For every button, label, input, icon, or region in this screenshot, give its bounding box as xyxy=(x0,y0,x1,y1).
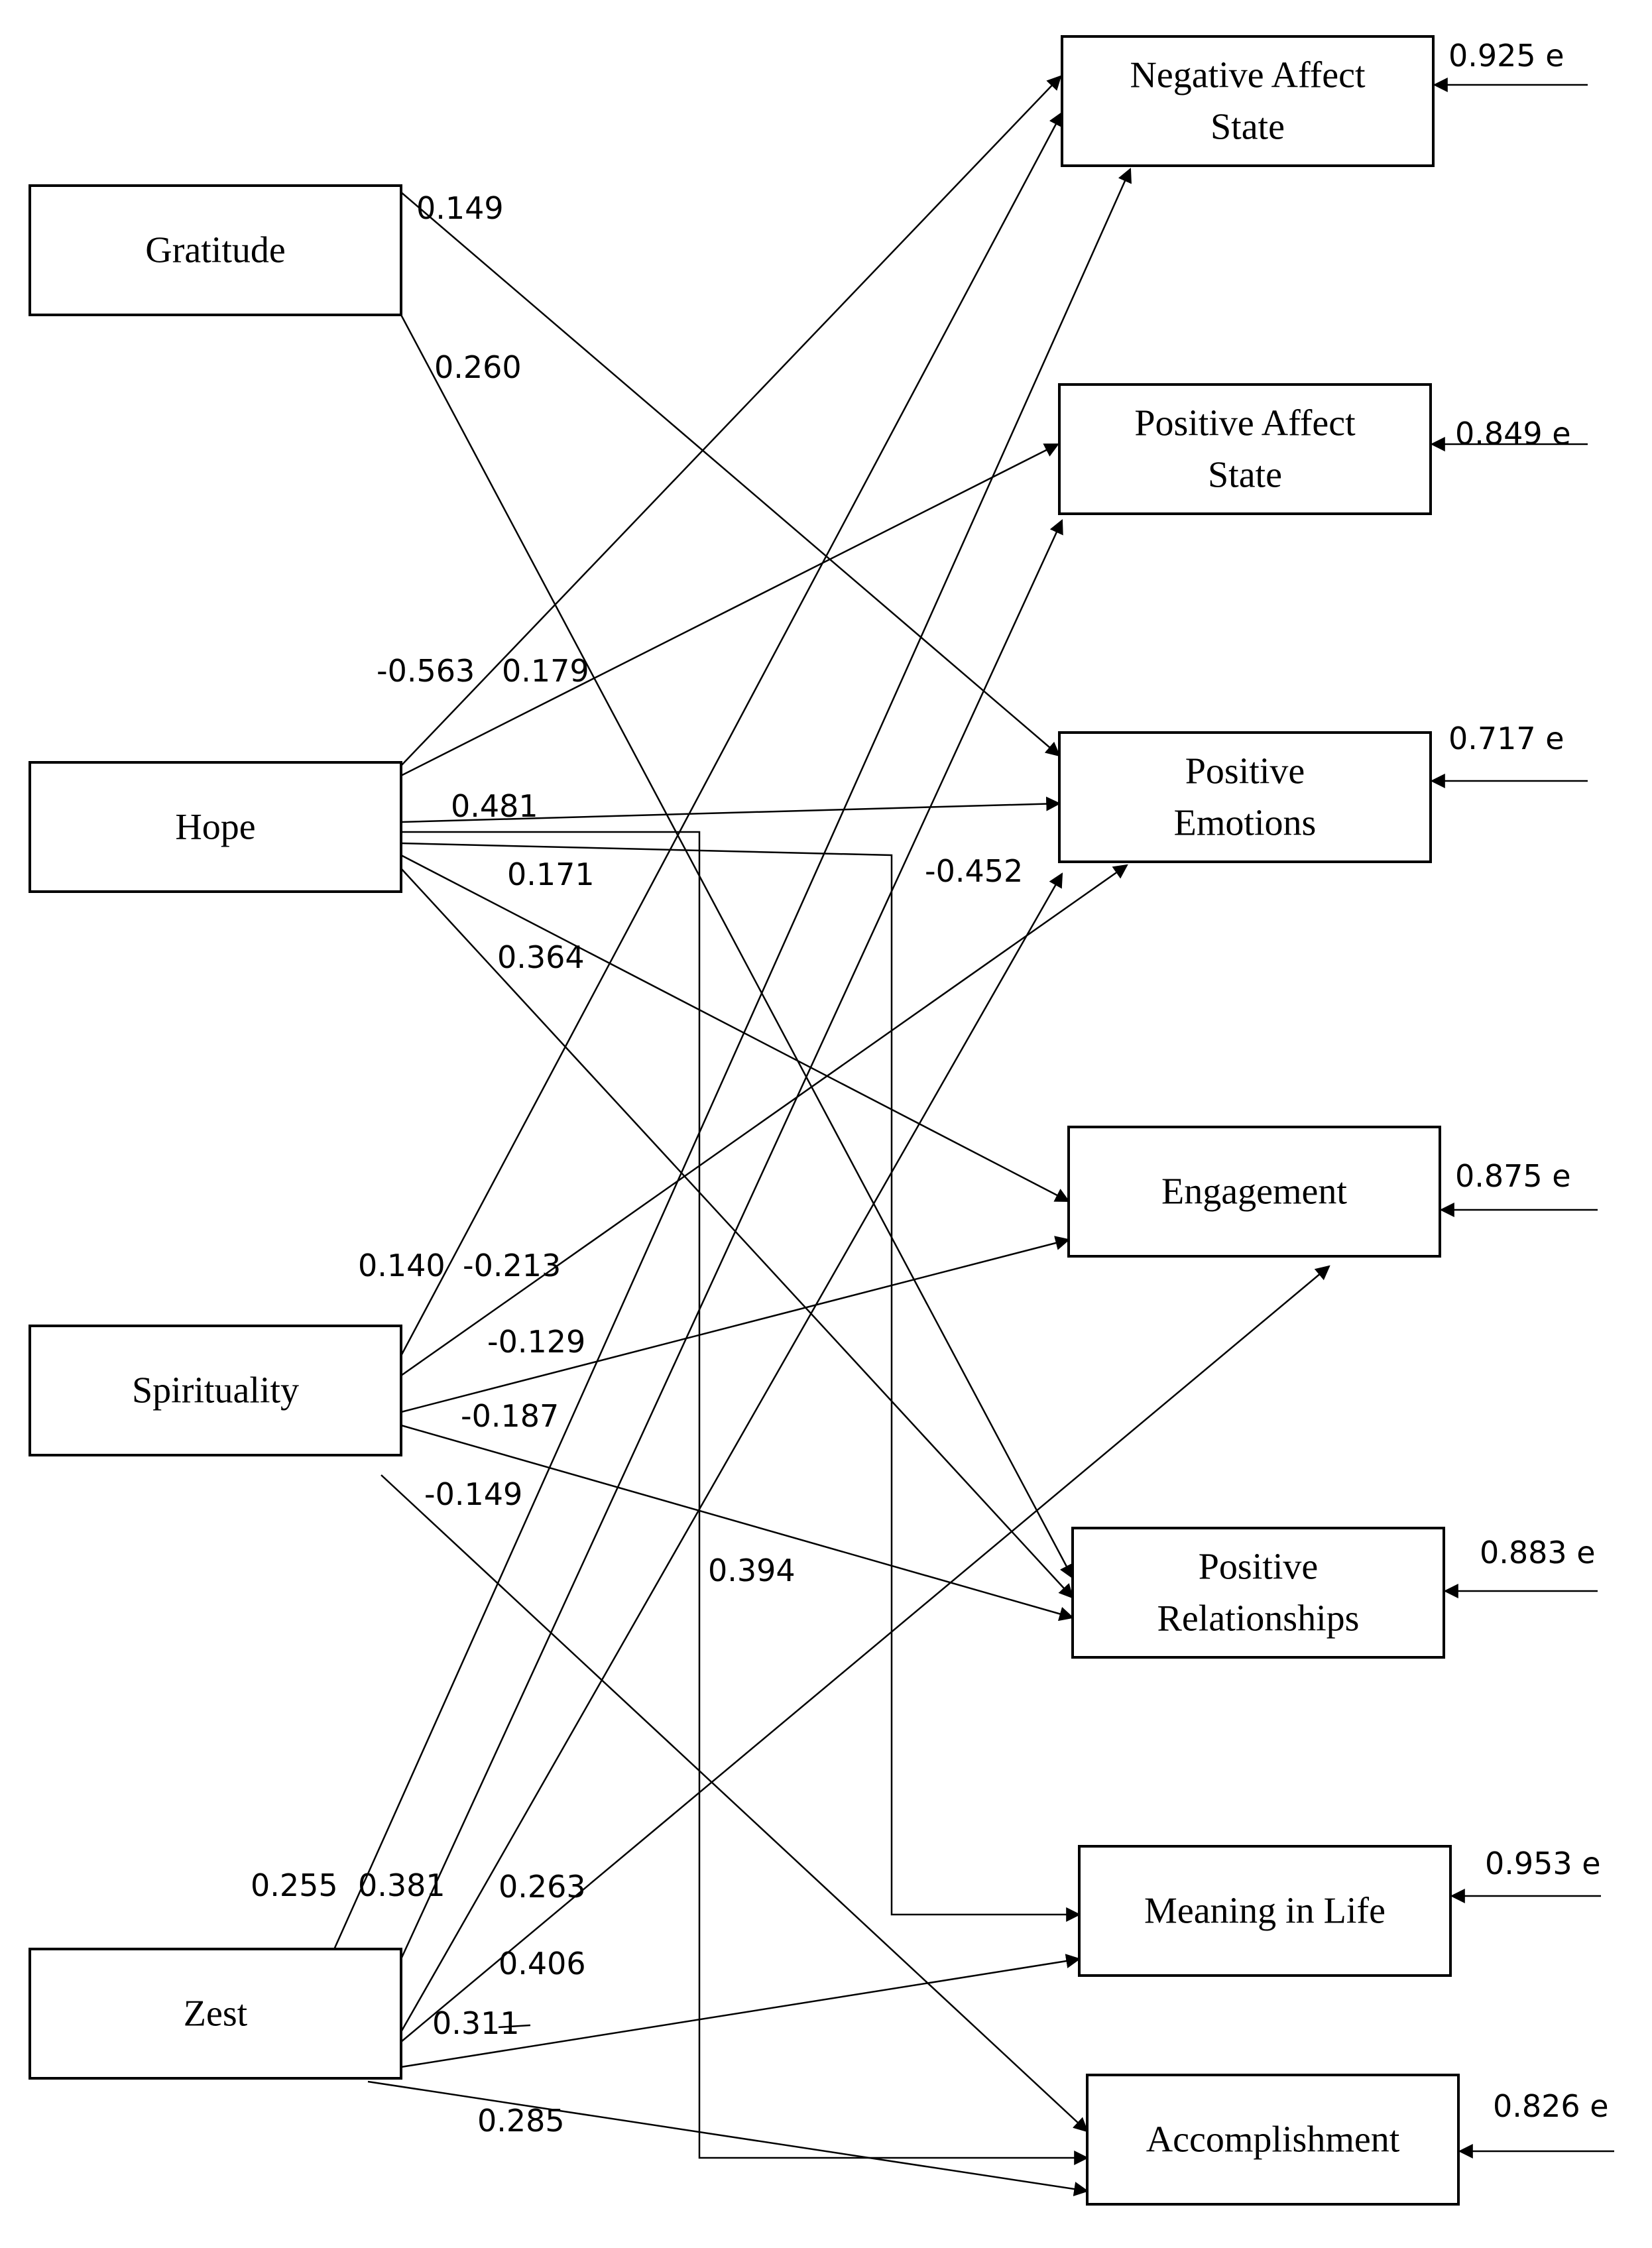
coef-hope-to-positive-emotions: 0.481 xyxy=(451,788,538,824)
coef-hope-to-positive-affect: 0.179 xyxy=(502,653,589,689)
outcome-engagement: Engagement 0.875 e xyxy=(1067,1126,1598,1258)
outcome-box-negative-affect xyxy=(1061,35,1435,167)
coef-zest-to-engagement: 0.263 xyxy=(499,1869,586,1905)
coef-zest-to-accomplishment: 0.285 xyxy=(477,2103,565,2139)
path-gratitude-to-positive-emotions xyxy=(400,192,1061,757)
path-hope-to-positive-relationships xyxy=(400,868,1074,1599)
outcome-label-positive-affect-line-2: State xyxy=(1208,455,1282,496)
coef-zest-to-negative-affect: 0.255 xyxy=(251,1867,338,1903)
outcome-box-engagement xyxy=(1067,1126,1441,1258)
path-hope-to-engagement xyxy=(400,854,1070,1203)
coef-spirituality-to-accomplishment: -0.149 xyxy=(424,1476,522,1512)
error-label-positive-affect: 0.849 e xyxy=(1455,416,1571,451)
path-zest-to-engagement xyxy=(400,1265,1330,2042)
outcome-accomplishment: Accomplishment 0.826 e xyxy=(1086,2074,1614,2206)
error-label-negative-affect: 0.925 e xyxy=(1448,38,1564,74)
error-label-engagement: 0.875 e xyxy=(1455,1158,1571,1194)
coef-extra-label: 0.311 xyxy=(432,2005,520,2041)
error-label-positive-emotions: 0.717 e xyxy=(1448,721,1564,756)
path-lines xyxy=(331,75,1330,2196)
coef-hope-to-negative-affect: -0.563 xyxy=(377,653,475,689)
coef-zest-to-positive-emotions: -0.452 xyxy=(925,853,1023,889)
outcome-label-positive-relationships-line-1: Positive xyxy=(1199,1547,1318,1588)
path-spirituality-to-positive-emotions xyxy=(400,864,1128,1377)
outcome-label-meaning-in-life-line-1: Meaning in Life xyxy=(1144,1891,1386,1932)
path-zest-to-positive-emotions xyxy=(400,872,1063,2033)
path-zest-to-accomplishment xyxy=(367,2080,1089,2196)
coef-zest-to-positive-affect: 0.381 xyxy=(358,1867,445,1903)
extra-label-tick xyxy=(498,2024,531,2029)
path-hope-to-positive-affect xyxy=(400,443,1059,777)
coef-spirituality-to-positive-relationships: -0.187 xyxy=(461,1398,559,1434)
predictor-box-hope xyxy=(29,761,402,893)
predictor-hope: Hope xyxy=(29,761,402,893)
outcome-box-meaning-in-life xyxy=(1078,1845,1452,1977)
outcome-label-positive-emotions-line-2: Emotions xyxy=(1174,803,1317,844)
path-spirituality-to-accomplishment xyxy=(381,1474,1089,2133)
path-gratitude-to-positive-relationships xyxy=(400,314,1074,1579)
error-label-meaning-in-life: 0.953 e xyxy=(1485,1846,1601,1881)
predictor-zest: Zest xyxy=(29,1948,402,2080)
path-zest-to-positive-affect xyxy=(400,519,1063,1960)
outcome-label-accomplishment-line-1: Accomplishment xyxy=(1146,2119,1400,2160)
outcome-meaning-in-life: Meaning in Life 0.953 e xyxy=(1078,1845,1601,1977)
path-zest-to-negative-affect xyxy=(331,167,1132,1953)
coefficient-labels: 0.149 0.260 -0.563 0.179 0.481 0.394 0.171 0.36… xyxy=(251,190,1023,2139)
coef-spirituality-to-negative-affect: 0.140 xyxy=(358,1248,445,1283)
predictor-box-zest xyxy=(29,1948,402,2080)
predictor-label-gratitude: Gratitude xyxy=(145,230,285,271)
predictor-gratitude: Gratitude xyxy=(29,184,402,316)
coef-hope-to-engagement: 0.364 xyxy=(497,939,585,975)
coef-gratitude-to-positive-relationships: 0.260 xyxy=(434,349,522,385)
path-spirituality-to-negative-affect xyxy=(400,111,1063,1356)
path-zest-to-meaning-in-life xyxy=(400,1954,1081,2068)
predictor-spirituality: Spirituality xyxy=(29,1325,402,1456)
path-hope-to-meaning-in-life xyxy=(400,842,1081,1922)
predictor-box-spirituality xyxy=(29,1325,402,1456)
path-hope-to-accomplishment xyxy=(401,831,1089,2165)
path-hope-to-positive-emotions xyxy=(400,796,1061,823)
coef-gratitude-to-positive-emotions: 0.149 xyxy=(416,190,504,226)
coef-spirituality-to-positive-emotions: -0.213 xyxy=(463,1248,561,1283)
outcome-label-positive-relationships-line-2: Relationships xyxy=(1157,1598,1360,1639)
coef-zest-to-meaning-in-life: 0.406 xyxy=(499,1946,586,1982)
outcome-box-positive-relationships xyxy=(1071,1527,1445,1659)
predictor-label-spirituality: Spirituality xyxy=(132,1370,299,1411)
outcome-box-positive-emotions xyxy=(1058,731,1432,863)
outcome-box-accomplishment xyxy=(1086,2074,1460,2206)
coef-hope-to-accomplishment: 0.394 xyxy=(708,1553,796,1588)
predictor-box-gratitude xyxy=(29,184,402,316)
outcome-label-negative-affect-line-1: Negative Affect xyxy=(1130,55,1365,96)
outcome-label-positive-affect-line-1: Positive Affect xyxy=(1134,403,1356,444)
outcome-label-negative-affect-line-2: State xyxy=(1210,107,1285,148)
coef-spirituality-to-engagement: -0.129 xyxy=(487,1324,585,1360)
path-hope-to-negative-affect xyxy=(400,75,1062,766)
error-label-accomplishment: 0.826 e xyxy=(1493,2088,1609,2124)
path-spirituality-to-positive-relationships xyxy=(400,1424,1075,1622)
coef-hope-to-meaning-in-life: 0.171 xyxy=(507,857,595,892)
error-label-positive-relationships: 0.883 e xyxy=(1480,1535,1596,1570)
outcome-label-engagement-line-1: Engagement xyxy=(1161,1171,1347,1213)
path-spirituality-to-engagement xyxy=(400,1236,1071,1413)
outcome-label-positive-emotions-line-1: Positive xyxy=(1185,751,1305,792)
predictor-label-hope: Hope xyxy=(175,807,255,848)
predictor-label-zest: Zest xyxy=(184,1993,248,2035)
